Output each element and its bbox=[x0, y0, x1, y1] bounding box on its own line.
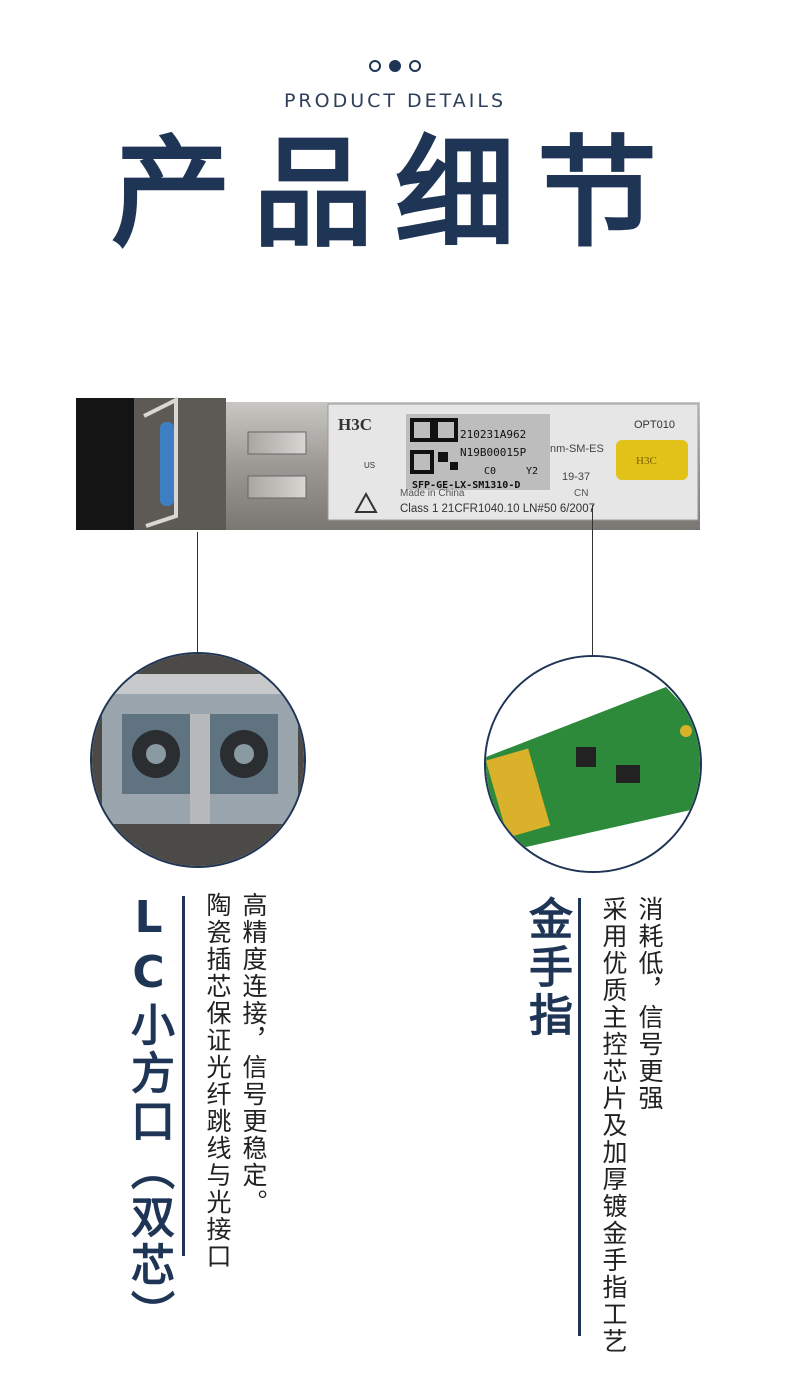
carousel-dots bbox=[0, 60, 790, 72]
lc-port-desc-1: 高精度连接，信号更稳定。 bbox=[239, 892, 268, 1216]
label-origin: Made in China bbox=[400, 488, 465, 499]
label-part: SFP-GE-LX-SM1310-D bbox=[412, 480, 520, 491]
lc-port-heading: LC小方口（双芯） bbox=[123, 892, 174, 1338]
dot-2-active bbox=[389, 60, 401, 72]
label-mode: nm-SM-ES bbox=[550, 443, 604, 455]
label-date: 19-37 bbox=[562, 471, 590, 483]
dot-1 bbox=[369, 60, 381, 72]
gold-finger-heading: 金手指 bbox=[521, 896, 572, 1040]
section-subtitle: PRODUCT DETAILS bbox=[283, 90, 507, 112]
label-code3: Y2 bbox=[526, 466, 538, 477]
right-divider-bar bbox=[578, 898, 581, 1336]
gold-finger-closeup bbox=[484, 655, 702, 873]
gold-finger-desc-2: 采用优质主控芯片及加厚镀金手指工艺 bbox=[599, 896, 628, 1355]
left-divider-bar bbox=[182, 896, 185, 1256]
sfp-module-image: H3C OPT010 210231A962 N19B00015P C0 Y2 S… bbox=[76, 396, 700, 532]
dot-3 bbox=[409, 60, 421, 72]
section-title: 产品细节 bbox=[111, 125, 679, 264]
sfp-module-svg: H3C OPT010 210231A962 N19B00015P C0 Y2 S… bbox=[76, 396, 700, 530]
label-country: CN bbox=[574, 488, 588, 499]
lc-port-closeup bbox=[90, 652, 306, 868]
gold-finger-desc-1: 消耗低，信号更强 bbox=[635, 896, 664, 1112]
label-code: N19B00015P bbox=[460, 446, 527, 459]
label-cert: US bbox=[364, 461, 375, 470]
left-callout-line bbox=[197, 532, 198, 652]
label-serial: 210231A962 bbox=[460, 428, 526, 441]
right-callout-line bbox=[592, 505, 593, 655]
chip-brand: H3C bbox=[636, 455, 657, 467]
label-opt: OPT010 bbox=[634, 419, 675, 431]
lc-port-desc-2: 陶瓷插芯保证光纤跳线与光接口 bbox=[203, 892, 232, 1270]
label-compliance: Class 1 21CFR1040.10 LN#50 6/2007 bbox=[400, 503, 595, 515]
label-code2: C0 bbox=[484, 466, 496, 477]
label-brand: H3C bbox=[338, 415, 372, 434]
